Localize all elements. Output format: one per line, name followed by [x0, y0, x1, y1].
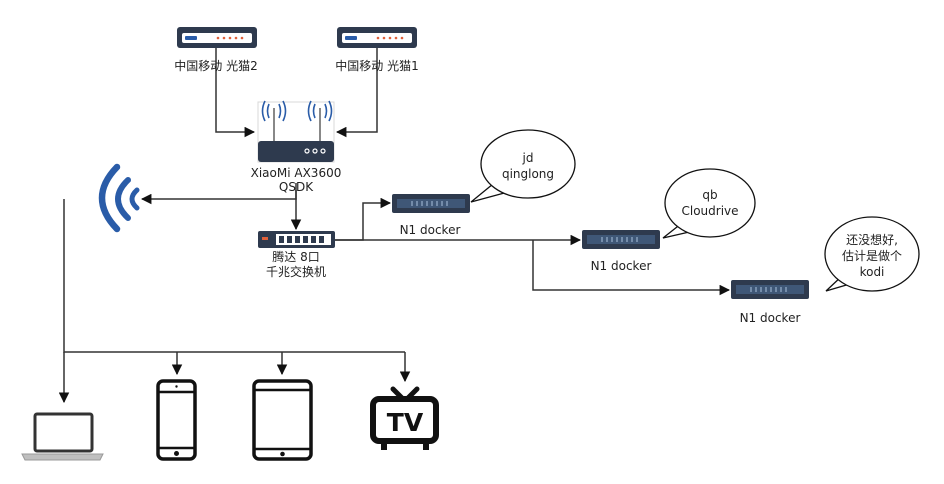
modem-1-leds [376, 36, 404, 40]
bubble-2-line1: qb [702, 188, 717, 202]
tablet-icon [252, 379, 313, 461]
switch-label-line2: 千兆交换机 [266, 264, 326, 279]
switch-status-led [262, 237, 268, 240]
router-wave-left-icon [261, 100, 287, 122]
tv-icon: TV [370, 386, 439, 450]
bubble-kodi: 还没想好, 估计是做个 kodi [824, 216, 920, 292]
router-body [258, 141, 334, 162]
n1-a-label: N1 docker [400, 223, 461, 237]
tablet-home-button [280, 451, 285, 457]
n1-c-faceplate [736, 285, 804, 294]
wire-modem2-router [215, 48, 256, 138]
router-leds [304, 148, 326, 154]
modem-2-indicator [185, 36, 197, 40]
wire-router-wifi [140, 190, 297, 205]
connections [58, 48, 731, 404]
wire-wifi-bus [63, 199, 405, 353]
wifi-arc-outer [98, 163, 121, 233]
router-label-line2: QSDK [279, 180, 314, 194]
phone-icon [156, 379, 197, 461]
n1-docker-a: N1 docker [392, 194, 470, 237]
n1-c-label: N1 docker [740, 311, 801, 325]
tv-label: TV [387, 408, 424, 437]
bubble-jd-qinglong: jd qinglong [470, 129, 576, 203]
bubble-2-line2: Cloudrive [681, 204, 738, 218]
router-wave-right-icon [307, 100, 333, 122]
bubble-3-line3: kodi [860, 265, 885, 279]
wire-modem1-router [335, 48, 378, 138]
n1-a-vents [411, 201, 448, 206]
phone-home-button [174, 451, 179, 456]
modem-1-label: 中国移动 光猫1 [335, 58, 418, 73]
wifi-icon [98, 163, 140, 233]
router: XiaoMi AX3600 QSDK [251, 100, 342, 194]
bubble-3-line2: 估计是做个 [842, 248, 902, 263]
switch-ports [279, 236, 324, 243]
tv-body [370, 396, 439, 444]
modem-1-indicator [345, 36, 357, 40]
phone-body [156, 379, 197, 461]
bubble-3-shape [824, 216, 920, 292]
laptop-icon [21, 412, 104, 461]
router-label-line1: XiaoMi AX3600 [251, 166, 342, 180]
n1-docker-b: N1 docker [582, 230, 660, 273]
modem-2-label: 中国移动 光猫2 [174, 58, 257, 73]
n1-b-label: N1 docker [591, 259, 652, 273]
n1-a-faceplate [397, 199, 465, 208]
bubble-1-shape [480, 129, 576, 199]
wire-switch-n1c [532, 240, 731, 296]
wire-switch-n1a [335, 197, 392, 241]
phone-camera [175, 385, 178, 388]
bubble-1-line2: qinglong [502, 167, 554, 181]
wifi-arc-middle [115, 177, 131, 221]
bubble-2-shape [664, 168, 756, 238]
bubble-3-line1: 还没想好, [846, 232, 898, 247]
n1-b-vents [601, 237, 638, 242]
switch: 腾达 8口 千兆交换机 [258, 231, 335, 279]
switch-label-line1: 腾达 8口 [272, 249, 319, 264]
wifi-arc-inner [129, 187, 140, 211]
tablet-body [252, 379, 313, 461]
bubble-1-line1: jd [522, 151, 534, 165]
n1-c-vents [750, 287, 787, 292]
n1-docker-c: N1 docker [731, 280, 809, 325]
n1-b-faceplate [587, 235, 655, 244]
bubble-qb-cloudrive: qb Cloudrive [662, 168, 756, 239]
modem-1: 中国移动 光猫1 [335, 27, 419, 73]
laptop-screen [33, 412, 94, 453]
modem-2-leds [216, 36, 244, 40]
modem-2: 中国移动 光猫2 [174, 27, 258, 73]
laptop-base [21, 453, 104, 461]
